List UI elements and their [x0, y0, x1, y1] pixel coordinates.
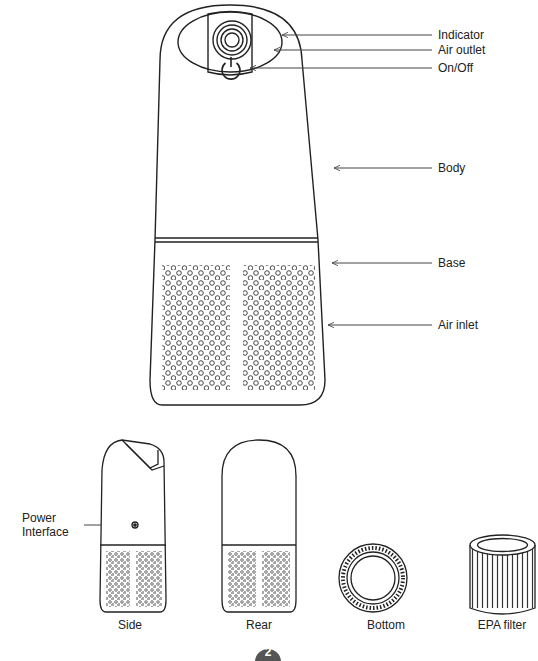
- view-caption: Side: [118, 618, 142, 632]
- part-label: Base: [438, 256, 465, 270]
- part-label: Body: [438, 161, 465, 175]
- epa-filter: [470, 535, 535, 614]
- page-number: 2: [265, 645, 272, 659]
- part-label: Air inlet: [438, 318, 478, 332]
- part-label: Indicator: [438, 28, 484, 42]
- part-label: Power Interface: [22, 511, 82, 539]
- view-caption: EPA filter: [478, 618, 526, 632]
- purifier-rear: [222, 440, 296, 612]
- purifier-side: [100, 440, 166, 612]
- view-caption: Rear: [246, 618, 272, 632]
- part-label: On/Off: [438, 61, 473, 75]
- purifier-front: [150, 5, 325, 405]
- part-label: Air outlet: [438, 43, 485, 57]
- purifier-bottom: [339, 544, 407, 612]
- view-caption: Bottom: [367, 618, 405, 632]
